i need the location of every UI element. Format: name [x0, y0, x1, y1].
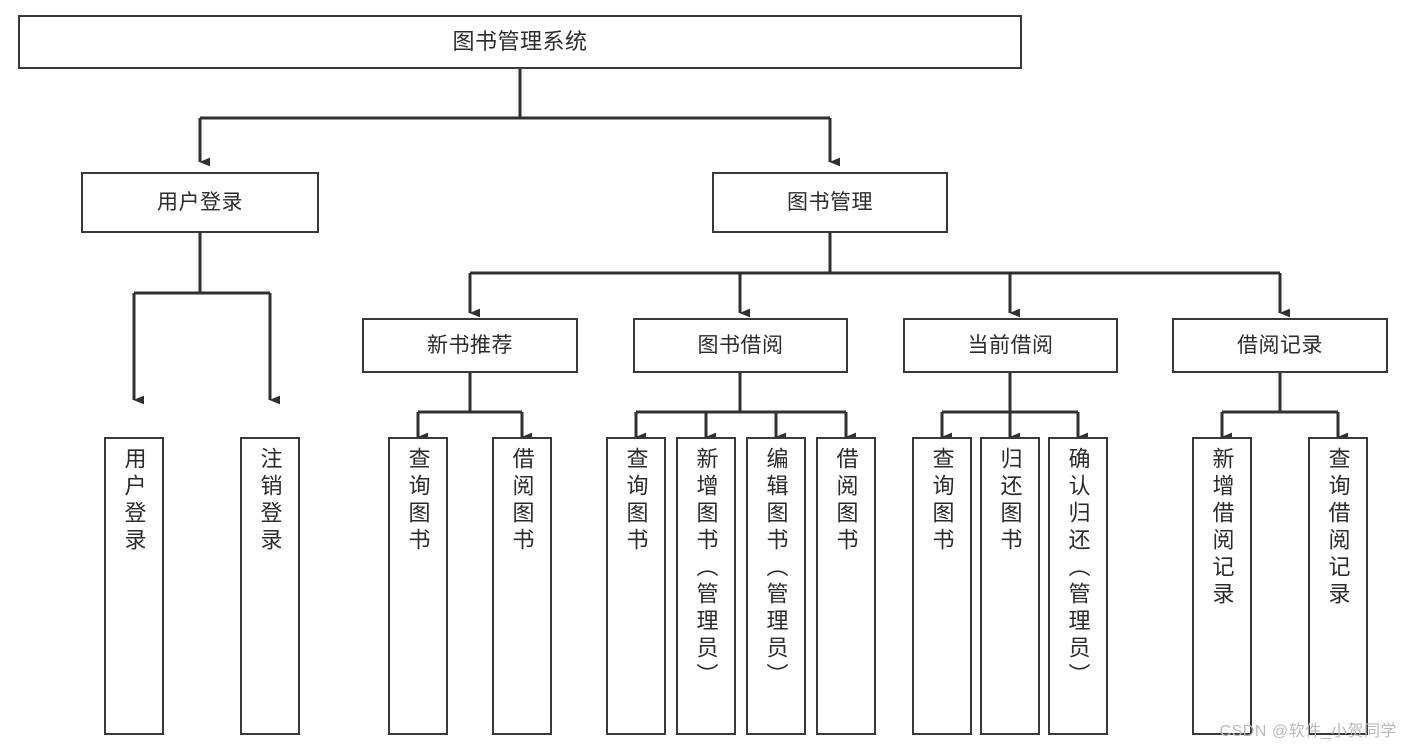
node-new-book-recommend[interactable]: 新书推荐: [362, 318, 578, 373]
leaf-borrow-book-1-label: 借阅图书: [509, 447, 535, 555]
node-current-borrow-label: 当前借阅: [967, 333, 1054, 357]
leaf-add-book[interactable]: 新增图书（管理员）: [676, 437, 736, 735]
leaf-confirm-return-label: 确认归还（管理员）: [1065, 447, 1091, 690]
leaf-query-book-2[interactable]: 查询图书: [606, 437, 666, 735]
leaf-query-book-3-label: 查询图书: [929, 447, 955, 555]
node-borrow-record-label: 借阅记录: [1237, 333, 1323, 357]
node-new-book-recommend-label: 新书推荐: [427, 333, 513, 357]
leaf-borrow-book-1[interactable]: 借阅图书: [492, 437, 552, 735]
leaf-query-record-label: 查询借阅记录: [1325, 447, 1351, 609]
node-book-borrow-label: 图书借阅: [697, 333, 784, 357]
node-borrow-record[interactable]: 借阅记录: [1172, 318, 1388, 373]
csdn-watermark: CSDN @软件_小贺同学: [1219, 723, 1397, 740]
leaf-borrow-book-2-label: 借阅图书: [833, 447, 859, 555]
leaf-query-book-1[interactable]: 查询图书: [388, 437, 448, 735]
leaf-borrow-book-2[interactable]: 借阅图书: [816, 437, 876, 735]
leaf-confirm-return[interactable]: 确认归还（管理员）: [1048, 437, 1108, 735]
node-user-login-label: 用户登录: [157, 190, 243, 214]
leaf-logout-login[interactable]: 注销登录: [240, 437, 300, 735]
node-book-manage[interactable]: 图书管理: [712, 172, 948, 233]
node-book-borrow[interactable]: 图书借阅: [633, 318, 848, 373]
leaf-return-book[interactable]: 归还图书: [980, 437, 1040, 735]
leaf-query-record[interactable]: 查询借阅记录: [1308, 437, 1368, 735]
node-book-manage-label: 图书管理: [787, 190, 873, 214]
leaf-query-book-3[interactable]: 查询图书: [912, 437, 972, 735]
leaf-add-record-label: 新增借阅记录: [1209, 447, 1235, 609]
node-root[interactable]: 图书管理系统: [18, 15, 1022, 69]
leaf-edit-book[interactable]: 编辑图书（管理员）: [746, 437, 806, 735]
leaf-logout-login-label: 注销登录: [257, 447, 283, 555]
leaf-edit-book-label: 编辑图书（管理员）: [763, 447, 789, 690]
leaf-add-book-label: 新增图书（管理员）: [693, 447, 719, 690]
leaf-query-book-2-label: 查询图书: [623, 447, 649, 555]
leaf-query-book-1-label: 查询图书: [405, 447, 431, 555]
node-current-borrow[interactable]: 当前借阅: [903, 318, 1118, 373]
leaf-user-login[interactable]: 用户登录: [104, 437, 164, 735]
leaf-return-book-label: 归还图书: [997, 447, 1023, 555]
leaf-add-record[interactable]: 新增借阅记录: [1192, 437, 1252, 735]
leaf-user-login-label: 用户登录: [121, 447, 147, 555]
node-user-login[interactable]: 用户登录: [81, 172, 319, 233]
node-root-label: 图书管理系统: [452, 28, 588, 54]
